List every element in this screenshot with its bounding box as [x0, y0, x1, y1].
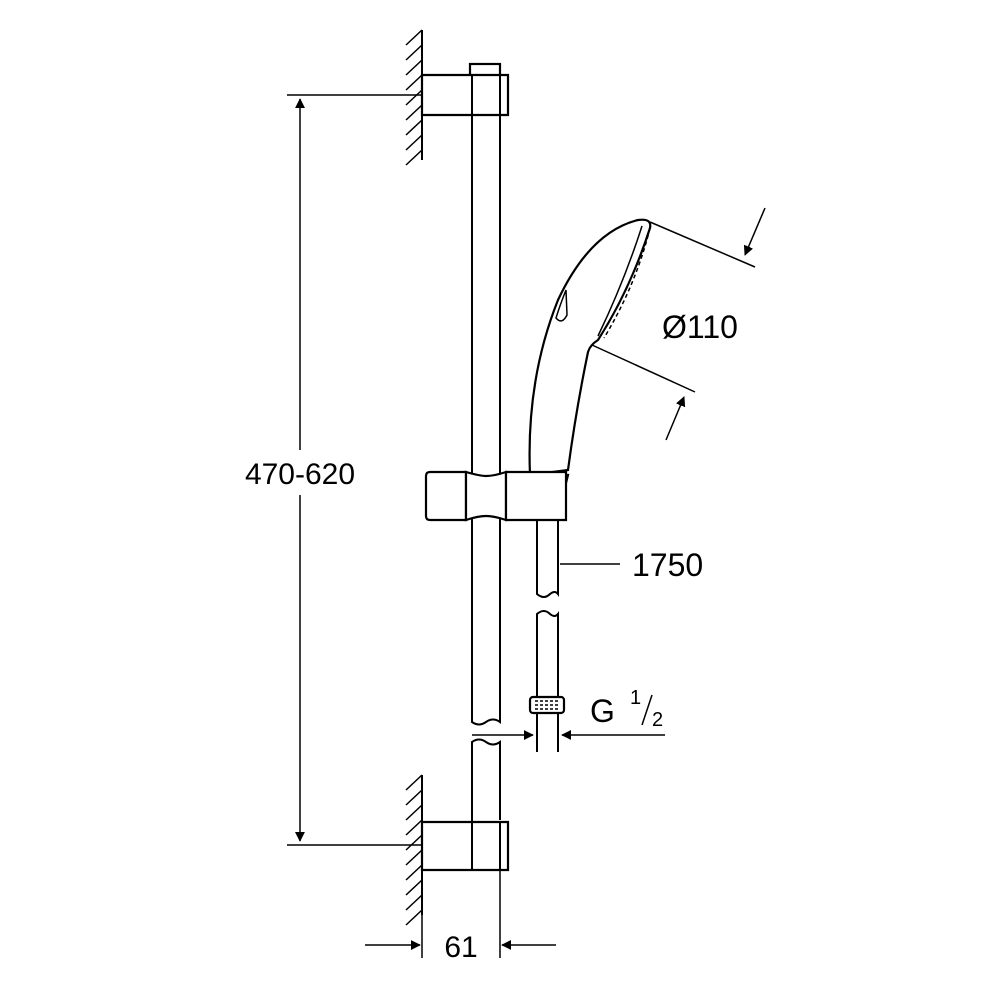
wall-bracket-top — [420, 62, 510, 117]
wall-bracket-bottom — [420, 820, 510, 872]
thread-denominator: 2 — [652, 709, 663, 731]
dimension-thread: G 1 2 — [472, 687, 665, 735]
thread-label: G — [590, 693, 615, 729]
dimension-label-hose-length: 1750 — [632, 547, 703, 583]
dimension-label-diameter: Ø110 — [662, 309, 738, 345]
wall-bottom — [405, 774, 423, 926]
dimension-label-rail-spacing: 470-620 — [245, 458, 355, 491]
shower-hose — [528, 515, 566, 752]
dimension-hose-length: 1750 — [560, 547, 703, 583]
dimension-rail-spacing: 470-620 — [245, 94, 422, 846]
hand-shower — [528, 218, 652, 488]
shower-rail — [471, 115, 501, 843]
slider-holder — [424, 470, 568, 522]
dimension-handshower-diameter: Ø110 — [591, 207, 766, 441]
wall-top — [405, 29, 423, 166]
dimension-wall-offset: 61 — [365, 870, 556, 964]
dimension-label-wall-offset: 61 — [444, 931, 477, 964]
thread-numerator: 1 — [630, 687, 641, 709]
